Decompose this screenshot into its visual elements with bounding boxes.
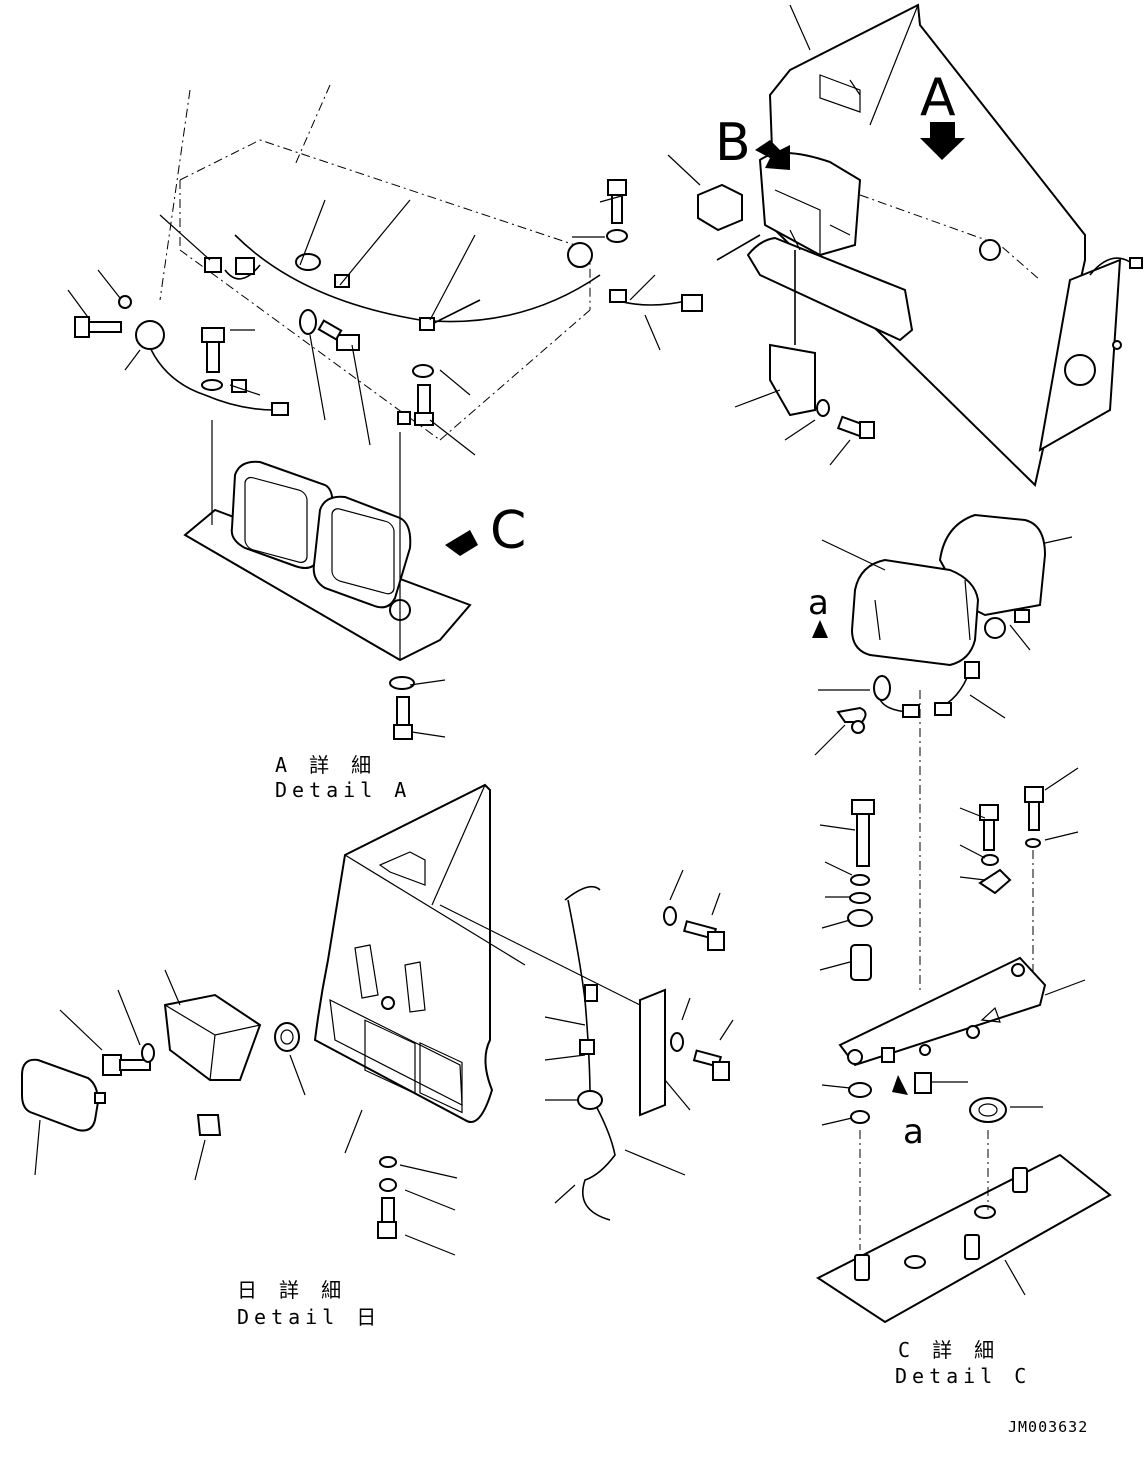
drawing-reference-number: JM003632 — [1008, 1418, 1088, 1436]
detail-a-caption-jp: A 詳 細 — [275, 753, 376, 777]
detail-c-caption-en: Detail C — [895, 1364, 1031, 1388]
detail-c-caption-jp: C 詳 細 — [898, 1338, 999, 1362]
detail-b-view: 日 詳 細 Detail 日 — [21, 783, 734, 1329]
main-view: A B — [667, 3, 1143, 487]
a-label-bottom: a — [903, 1112, 924, 1152]
arrow-label-a: A — [920, 68, 956, 128]
arrow-label-b: B — [715, 113, 751, 173]
detail-c-view: a a C 詳 細 — [808, 513, 1112, 1388]
arrow-label-c: C — [490, 501, 526, 561]
a-label-top: a — [808, 583, 829, 623]
detail-a-view: C A 詳 細 Detail A — [67, 84, 703, 802]
detail-b-caption-jp: 日 詳 細 — [237, 1278, 346, 1302]
detail-b-caption-en: Detail 日 — [237, 1305, 381, 1329]
detail-a-caption-en: Detail A — [275, 778, 411, 802]
